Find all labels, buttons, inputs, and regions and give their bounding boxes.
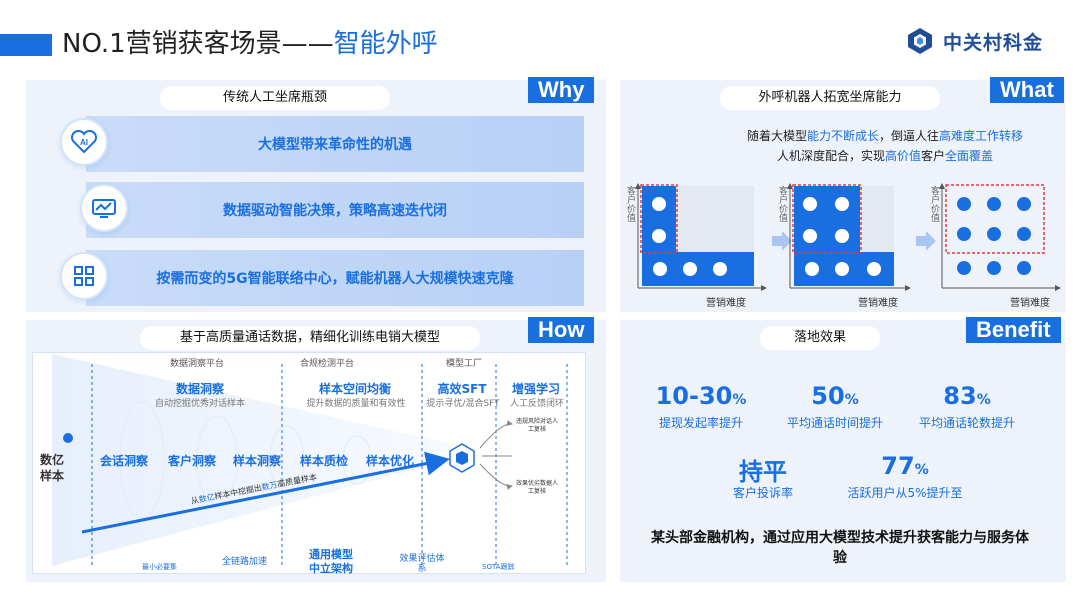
metric-label-3: 平均通话轮数提升 bbox=[918, 416, 1015, 430]
y-axis-label-3: 客户价值 bbox=[929, 186, 939, 222]
platform-label-2: 合规检测平台 bbox=[300, 359, 355, 369]
metric-label-1: 提现发起率提升 bbox=[658, 416, 743, 430]
right-label-2: 效果优劣数据人工复核 bbox=[515, 480, 558, 495]
bottom-label-4: 效果评估体系 bbox=[399, 554, 445, 574]
x-axis-label-2: 营销难度 bbox=[858, 298, 898, 309]
title-prefix: NO.1营销获客场景—— bbox=[62, 29, 334, 59]
title-highlight: 智能外呼 bbox=[333, 29, 438, 59]
section-heading-4: 增强学习 bbox=[511, 382, 560, 396]
section-heading-3: 高效SFT bbox=[437, 382, 487, 396]
why-tag: Why bbox=[528, 77, 595, 103]
bottom-label-1: 最小必要集 bbox=[142, 563, 177, 571]
arrow-highlight: 数万 bbox=[260, 480, 279, 493]
metric-value-3: 83% bbox=[912, 382, 1022, 410]
x-axis-label-1: 营销难度 bbox=[706, 298, 746, 309]
metric-unit: % bbox=[976, 392, 991, 408]
logo-cube-icon bbox=[908, 28, 932, 54]
step-4: 样本质检 bbox=[300, 454, 349, 468]
metric-label-2: 平均通话时间提升 bbox=[786, 416, 883, 430]
metric-number: 83 bbox=[943, 382, 977, 410]
step-3: 样本洞察 bbox=[233, 454, 282, 468]
metric-number: 10-30 bbox=[655, 382, 733, 410]
desc-highlight: 能力不断成长 bbox=[806, 129, 879, 143]
title-accent-bar bbox=[0, 34, 52, 56]
desc-highlight: 高价值 bbox=[884, 149, 921, 163]
bottom-center-line2: 中立架构 bbox=[309, 562, 353, 575]
benefit-footer: 某头部金融机构，通过应用大模型技术提升获客能力与服务体验 bbox=[651, 530, 1029, 566]
metric-unit: % bbox=[732, 392, 747, 408]
bottom-center-label: 通用模型 中立架构 bbox=[306, 548, 356, 576]
section-heading-1: 数据洞察 bbox=[175, 382, 224, 396]
what-diagram bbox=[635, 183, 1061, 291]
metric-value-2: 50% bbox=[780, 382, 890, 410]
y-axis-label-1: 客户价值 bbox=[625, 186, 635, 222]
metric-value-1: 10-30% bbox=[646, 382, 756, 410]
section-sub-3: 提示寻优/混合SFT bbox=[426, 399, 500, 409]
benefit-panel bbox=[620, 320, 1066, 582]
bottom-label-5: SOTA跟踪 bbox=[482, 563, 515, 571]
source-label-line2: 样本 bbox=[40, 469, 65, 483]
source-label-line1: 数亿 bbox=[40, 453, 65, 467]
benefit-tag: Benefit bbox=[966, 317, 1061, 343]
metric-number: 持平 bbox=[739, 458, 787, 486]
how-tag: How bbox=[528, 317, 595, 343]
metric-value-4: 持平 bbox=[708, 452, 818, 487]
desc-text: 客户 bbox=[921, 149, 946, 163]
metric-unit: % bbox=[914, 462, 929, 478]
platform-label-3: 模型工厂 bbox=[446, 359, 483, 369]
metric-value-5: 77% bbox=[850, 452, 960, 480]
how-diagram-lines bbox=[52, 354, 568, 566]
how-panel-title: 基于高质量通话数据，精细化训练电销大模型 bbox=[140, 326, 480, 350]
arrow-highlight: 数亿 bbox=[198, 492, 216, 505]
what-description: 随着大模型能力不断成长，倒逼人往高难度工作转移 人机深度配合，实现高价值客户全面… bbox=[700, 126, 1070, 166]
ai-heart-icon: AI bbox=[60, 118, 108, 166]
why-item-2: 数据驱动智能决策，策略高速迭代闭 bbox=[86, 182, 584, 238]
section-sub-2: 提升数据的质量和有效性 bbox=[306, 399, 406, 409]
step-5: 样本优化 bbox=[366, 454, 415, 468]
step-2: 客户洞察 bbox=[168, 454, 217, 468]
platform-label-1: 数据洞察平台 bbox=[170, 359, 225, 369]
desc-text: ，倒逼人往 bbox=[879, 129, 940, 143]
desc-text: 随着大模型 bbox=[746, 129, 807, 143]
metric-label-4: 客户投诉率 bbox=[732, 486, 793, 500]
section-sub-4: 人工反馈闭环 bbox=[509, 399, 564, 409]
why-item-label: 数据驱动智能决策，策略高速迭代闭 bbox=[223, 203, 447, 219]
why-item-label: 大模型带来革命性的机遇 bbox=[258, 137, 412, 153]
why-item-1: 大模型带来革命性的机遇 bbox=[86, 116, 584, 172]
section-sub-1: 自动挖掘优秀对话样本 bbox=[154, 399, 245, 409]
company-logo: 中关村科金 bbox=[905, 26, 1043, 56]
section-heading-2: 样本空间均衡 bbox=[318, 382, 391, 396]
metric-number: 77 bbox=[881, 452, 915, 480]
x-axis-label-3: 营销难度 bbox=[1010, 298, 1050, 309]
bottom-label-2: 全链路加速 bbox=[222, 557, 268, 567]
what-tag: What bbox=[990, 77, 1064, 103]
desc-highlight: 全面覆盖 bbox=[945, 149, 994, 163]
step-1: 会话洞察 bbox=[100, 454, 149, 468]
why-item-3: 按需而变的5G智能联络中心，赋能机器人大规模快速克隆 bbox=[86, 250, 584, 306]
metric-label-5: 活跃用户从5%提升至 bbox=[847, 486, 963, 500]
svg-text:AI: AI bbox=[80, 138, 88, 147]
source-label: 数亿 样本 bbox=[40, 452, 64, 484]
desc-text: 人机深度配合，实现 bbox=[776, 149, 885, 163]
why-panel-title: 传统人工坐席瓶颈 bbox=[160, 86, 390, 110]
benefit-panel-title: 落地效果 bbox=[760, 326, 880, 350]
metric-unit: % bbox=[844, 392, 859, 408]
bottom-center-line1: 通用模型 bbox=[309, 548, 353, 561]
desc-highlight: 高难度工作转移 bbox=[939, 129, 1024, 143]
right-label-1: 违规风险对话人工复核 bbox=[515, 418, 558, 433]
network-cube-icon bbox=[60, 252, 108, 300]
page-title: NO.1营销获客场景——智能外呼 bbox=[62, 28, 438, 60]
y-axis-label-2: 客户价值 bbox=[777, 186, 787, 222]
why-item-label: 按需而变的5G智能联络中心，赋能机器人大规模快速克隆 bbox=[156, 271, 514, 287]
logo-text: 中关村科金 bbox=[943, 31, 1044, 54]
data-chart-icon bbox=[80, 184, 128, 232]
what-panel-title: 外呼机器人拓宽坐席能力 bbox=[720, 86, 940, 110]
metric-number: 50 bbox=[811, 382, 845, 410]
